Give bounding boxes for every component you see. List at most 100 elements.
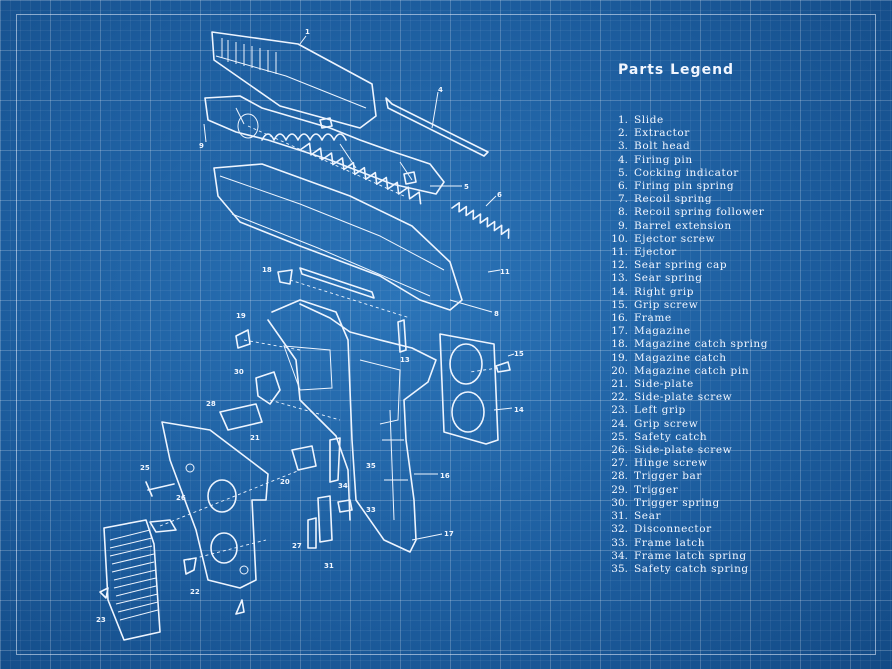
legend-item-label: Barrel extension (634, 219, 732, 232)
part-firing-pin-spring (452, 201, 512, 238)
legend-item-number: 23. (611, 404, 628, 417)
callout-23: 23 (96, 616, 106, 624)
small-parts (100, 118, 416, 614)
legend-item: 7.Recoil spring (598, 193, 838, 206)
part-side-plate (162, 422, 268, 588)
legend-item-label: Grip screw (634, 417, 699, 430)
legend-item-label: Frame (634, 312, 672, 325)
legend-item-label: Right grip (634, 285, 695, 298)
legend-item-number: 11. (611, 246, 628, 259)
legend-item-label: Side-plate screw (634, 444, 733, 457)
part-grip-screw (496, 362, 510, 372)
legend-item: 31.Sear (598, 510, 838, 523)
legend-title: Parts Legend (618, 62, 735, 78)
legend-item: 13. Sear spring (598, 272, 838, 285)
legend-item: 10. Ejector screw (598, 233, 838, 246)
legend-item: 22.Side-plate screw (598, 391, 838, 404)
legend-item: 27.Hinge screw (598, 457, 838, 470)
callout-6: 6 (497, 191, 502, 199)
legend-item-label: Frame latch spring (634, 549, 747, 562)
callout-numbers: 1 4 5 6 8 9 11 13 14 15 16 17 18 19 20 2… (96, 28, 524, 624)
legend-item-number: 20. (611, 364, 628, 377)
legend-item-label: Safety catch (634, 430, 708, 443)
callout-4: 4 (438, 86, 443, 94)
legend-item: 34.Frame latch spring (598, 550, 838, 563)
callout-16: 16 (440, 472, 450, 480)
legend-item: 1. Slide (598, 114, 838, 127)
legend-item-number: 7. (617, 193, 628, 206)
legend-item-number: 2. (617, 127, 628, 140)
legend-item-label: Extractor (634, 127, 690, 140)
legend-item: 6. Firing pin spring (598, 180, 838, 193)
legend-item: 4.Firing pin (598, 154, 838, 167)
legend-item-number: 26. (611, 444, 628, 457)
leader-lines (204, 36, 514, 540)
legend-item: 8.Recoil spring follower (598, 206, 838, 219)
callout-35: 35 (366, 462, 376, 470)
part-firing-pin (386, 98, 488, 156)
legend-item-number: 9. (617, 219, 628, 232)
legend-item-number: 12. (611, 259, 628, 272)
legend-item-number: 6. (617, 180, 628, 193)
legend-item: 15.Grip screw (598, 299, 838, 312)
legend-item: 14.Right grip (598, 286, 838, 299)
legend-item: 17.Magazine (598, 325, 838, 338)
legend-item-label: Ejector (634, 246, 677, 259)
legend-item-number: 17. (611, 325, 628, 338)
legend-item-label: Bolt head (634, 140, 691, 153)
legend-item-label: Frame latch (634, 536, 706, 549)
legend-item-label: Magazine catch (634, 351, 727, 364)
callout-1: 1 (305, 28, 310, 36)
legend-item-number: 19. (611, 351, 628, 364)
callout-14: 14 (514, 406, 524, 414)
legend-item-number: 33. (611, 536, 628, 549)
part-left-grip (104, 520, 160, 640)
callout-20: 20 (280, 478, 290, 486)
legend-item-number: 29. (611, 483, 628, 496)
legend-item: 18.Magazine catch spring (598, 338, 838, 351)
legend-item: 3. Bolt head (598, 140, 838, 153)
callout-13: 13 (400, 356, 410, 364)
legend-item-label: Slide (634, 114, 664, 126)
legend-item: 33. Frame latch (598, 537, 838, 550)
legend-item: 32.Disconnector (598, 523, 838, 536)
legend-item-label: Grip screw (634, 298, 699, 311)
legend-item-label: Sear spring cap (634, 259, 728, 272)
callout-27: 27 (292, 542, 302, 550)
callout-30: 30 (234, 368, 244, 376)
drawing-border (16, 14, 876, 655)
legend-item-number: 22. (611, 391, 628, 404)
legend-item: 21. Side-plate (598, 378, 838, 391)
legend-item-label: Sear spring (634, 272, 703, 285)
legend-item-label: Left grip (634, 404, 686, 417)
legend-item: 29.Trigger (598, 484, 838, 497)
legend-item: 20. Magazine catch pin (598, 365, 838, 378)
legend-item-label: Cocking indicator (634, 166, 739, 179)
callout-11: 11 (500, 268, 510, 276)
legend-item: 26. Side-plate screw (598, 444, 838, 457)
legend-item-number: 10. (611, 232, 628, 245)
legend-item-number: 13. (611, 272, 628, 285)
legend-item-label: Trigger bar (634, 470, 702, 483)
callout-26: 26 (176, 494, 186, 502)
legend-item-number: 4. (617, 153, 628, 166)
legend-item-label: Side-plate (634, 378, 694, 391)
legend-item: 25.Safety catch (598, 431, 838, 444)
legend-item-label: Magazine catch pin (634, 364, 750, 377)
legend-item-number: 3. (617, 140, 628, 153)
part-right-grip (440, 334, 498, 444)
legend-item-number: 21. (611, 378, 628, 391)
callout-31: 31 (324, 562, 334, 570)
part-barrel-frame (214, 164, 462, 310)
legend-item-number: 1. (617, 114, 628, 126)
legend-item-number: 8. (617, 206, 628, 219)
legend-item-label: Ejector screw (634, 232, 716, 245)
legend-item: 35.Safety catch spring (598, 563, 838, 576)
callout-34: 34 (338, 482, 348, 490)
legend-item: 23. Left grip (598, 404, 838, 417)
part-frame (268, 300, 436, 552)
legend-item-number: 24. (611, 417, 628, 430)
legend-item-label: Firing pin spring (634, 180, 735, 193)
